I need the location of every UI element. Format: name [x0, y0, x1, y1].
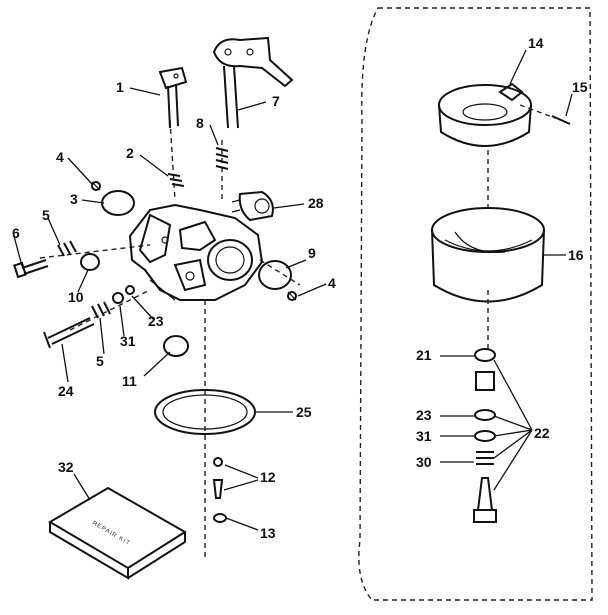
callout-label-4-lower: 4: [328, 275, 336, 291]
part-float-cover: [438, 82, 532, 147]
part-spring-5-upper: [57, 240, 77, 257]
part-throttle-shaft: [212, 36, 294, 129]
part-gasket-ring: [154, 389, 256, 435]
axis-line-choke: [169, 119, 176, 201]
part-screw-upper: [91, 181, 101, 191]
callout-label-31-left: 31: [120, 333, 136, 349]
part-fastener-13: [213, 513, 227, 523]
axis-line-right: [259, 259, 301, 286]
callout-label-28: 28: [308, 195, 324, 211]
callout-label-2: 2: [126, 145, 134, 161]
part-screw-long: [13, 259, 49, 279]
part-pin-15: [551, 115, 571, 125]
callout-label-5-upper: 5: [42, 207, 50, 223]
callout-label-15: 15: [572, 79, 588, 95]
part-stack: [473, 348, 497, 523]
callout-label-10: 10: [68, 289, 84, 305]
callout-label-3: 3: [70, 191, 78, 207]
callout-label-23-left: 23: [148, 313, 164, 329]
callout-label-21: 21: [416, 347, 432, 363]
part-choke-plate: [101, 190, 135, 216]
part-plug-11: [163, 335, 189, 357]
part-seal-23-left: [125, 285, 135, 295]
callout-label-11: 11: [122, 373, 137, 389]
part-choke-shaft: [158, 66, 188, 129]
callout-label-6: 6: [12, 225, 20, 241]
part-washer-31-left: [112, 292, 124, 304]
callout-label-8: 8: [196, 115, 204, 131]
callout-label-31-right: 31: [416, 428, 432, 444]
callout-label-9: 9: [308, 245, 316, 261]
axis-line-pin: [519, 104, 556, 119]
axis-line-lower: [69, 289, 151, 331]
callout-label-14: 14: [528, 35, 544, 51]
part-fastener-12: [212, 457, 224, 499]
callout-label-25: 25: [296, 404, 312, 420]
callout-label-5-lower: 5: [96, 353, 104, 369]
callout-label-1: 1: [116, 79, 124, 95]
part-throttle-plate: [258, 260, 292, 290]
part-spring-5-lower: [91, 301, 111, 319]
callout-label-30: 30: [416, 454, 432, 470]
callout-label-24: 24: [58, 383, 74, 399]
callout-label-13: 13: [260, 525, 276, 541]
callout-label-23-right: 23: [416, 407, 432, 423]
callout-label-22: 22: [534, 425, 550, 441]
part-repair-kit: REPAIR KIT: [48, 486, 187, 580]
part-needle-screw: [43, 317, 95, 349]
part-fitting: [231, 190, 274, 222]
callout-label-12: 12: [260, 469, 276, 485]
callout-label-7: 7: [272, 93, 280, 109]
part-screw-lower: [287, 291, 297, 301]
callout-label-16: 16: [568, 247, 584, 263]
repair-kit-text: REPAIR KIT: [91, 521, 131, 548]
part-float-bowl: [431, 207, 545, 303]
assembly-dashed-outline: [358, 7, 593, 601]
part-oring-10: [80, 253, 100, 271]
part-spring-8: [215, 147, 229, 170]
leader-lines: [13, 49, 573, 531]
callout-label-4-upper: 4: [56, 149, 64, 165]
part-spring-2: [167, 173, 185, 187]
callout-label-32: 32: [58, 459, 74, 475]
carburetor-body: [128, 203, 264, 301]
